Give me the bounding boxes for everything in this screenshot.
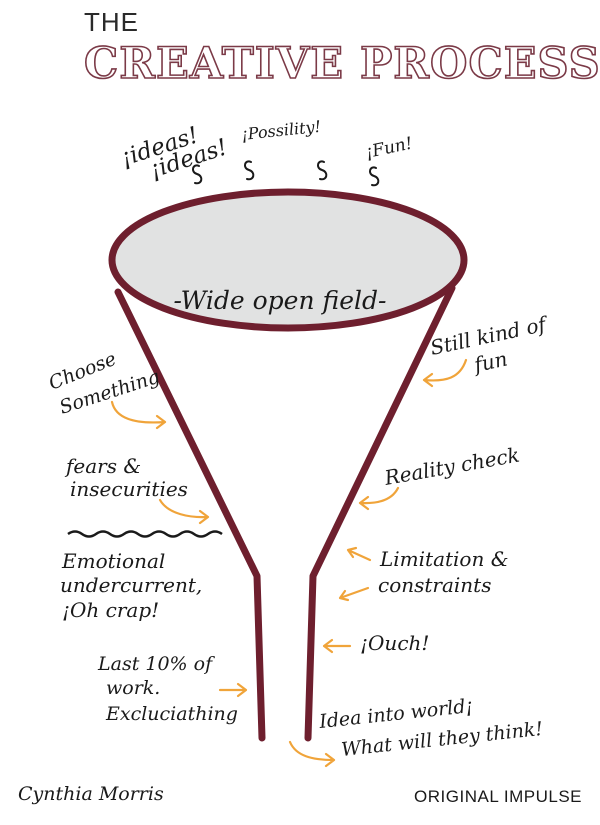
funnel-right-wall xyxy=(304,284,456,742)
emotional-label-2: undercurrent, xyxy=(60,573,202,597)
emotional-label-1: Emotional xyxy=(61,549,165,573)
wide-open-field-label: -Wide open field- xyxy=(174,286,387,315)
funnel-rim xyxy=(108,188,468,332)
last-label-3: Excluciathing xyxy=(105,703,238,725)
last-label-2: work. xyxy=(106,677,160,699)
undercurrent-wave xyxy=(67,530,223,538)
title-main: CREATIVE PROCESS xyxy=(84,39,600,89)
squiggle-4 xyxy=(368,166,380,187)
squiggle-3 xyxy=(316,160,328,181)
reality-label: Reality check xyxy=(382,443,522,491)
title-the: THE xyxy=(84,7,139,37)
ouch-label: ¡Ouch! xyxy=(360,631,429,655)
fears-label-1: fears & xyxy=(64,454,141,478)
squiggle-1 xyxy=(191,164,203,185)
possibility-label: ¡Possility! xyxy=(240,117,321,144)
limitation-arrow-1 xyxy=(346,546,372,562)
fears-label-2: insecurities xyxy=(70,477,188,501)
still-label-2: fun xyxy=(470,347,509,378)
idea-arrow xyxy=(288,740,336,768)
squiggle-2 xyxy=(243,160,255,181)
fears-arrow xyxy=(158,498,210,525)
limitation-label-2: constraints xyxy=(378,573,492,597)
last-label-1: Last 10% of xyxy=(97,653,215,675)
choose-arrow xyxy=(110,400,167,430)
limitation-arrow-2 xyxy=(338,586,370,602)
emotional-label-3: ¡Oh crap! xyxy=(62,598,159,622)
fun-label: ¡Fun! xyxy=(364,133,414,162)
still-arrow xyxy=(422,358,468,388)
ouch-arrow xyxy=(322,638,352,654)
brand-name: ORIGINAL IMPULSE xyxy=(414,787,582,806)
limitation-label-1: Limitation & xyxy=(379,547,509,571)
author-name: Cynthia Morris xyxy=(18,783,164,805)
funnel-left-wall xyxy=(114,288,266,742)
reality-arrow xyxy=(358,486,400,511)
last-arrow xyxy=(218,682,248,698)
